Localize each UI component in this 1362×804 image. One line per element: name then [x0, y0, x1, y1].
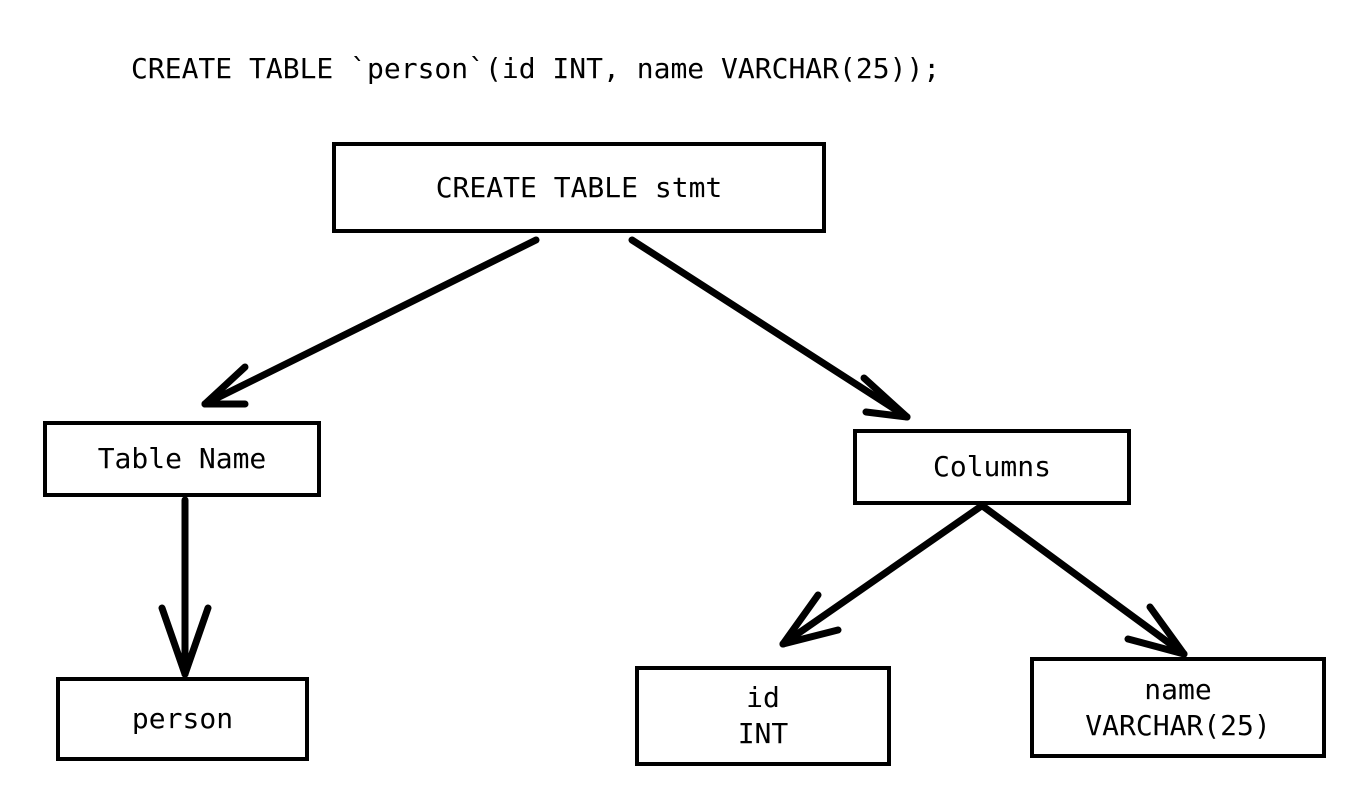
node-person[interactable]: person	[56, 677, 309, 761]
node-column-id[interactable]: id INT	[635, 666, 891, 766]
node-table-name[interactable]: Table Name	[43, 421, 321, 497]
node-column-name[interactable]: name VARCHAR(25)	[1030, 657, 1326, 758]
node-label-line: VARCHAR(25)	[1085, 708, 1271, 742]
edge-root-to-table-name	[201, 236, 540, 408]
node-create-table-stmt[interactable]: CREATE TABLE stmt	[332, 142, 826, 233]
node-columns[interactable]: Columns	[853, 429, 1131, 505]
node-label-line: name	[1144, 672, 1212, 706]
node-label-line: INT	[737, 717, 789, 750]
node-label-line: CREATE TABLE stmt	[435, 170, 723, 204]
edge-columns-to-id	[779, 503, 984, 648]
edge-root-to-columns	[628, 236, 911, 421]
node-label-line: Table Name	[97, 442, 267, 475]
node-label-line: Columns	[932, 450, 1051, 483]
sql-statement-title: CREATE TABLE `person`(id INT, name VARCH…	[131, 52, 941, 85]
edge-table-name-to-person	[158, 496, 212, 678]
node-label-line: person	[131, 702, 234, 735]
node-label-line: id	[746, 681, 780, 714]
edge-columns-to-name	[980, 503, 1188, 658]
